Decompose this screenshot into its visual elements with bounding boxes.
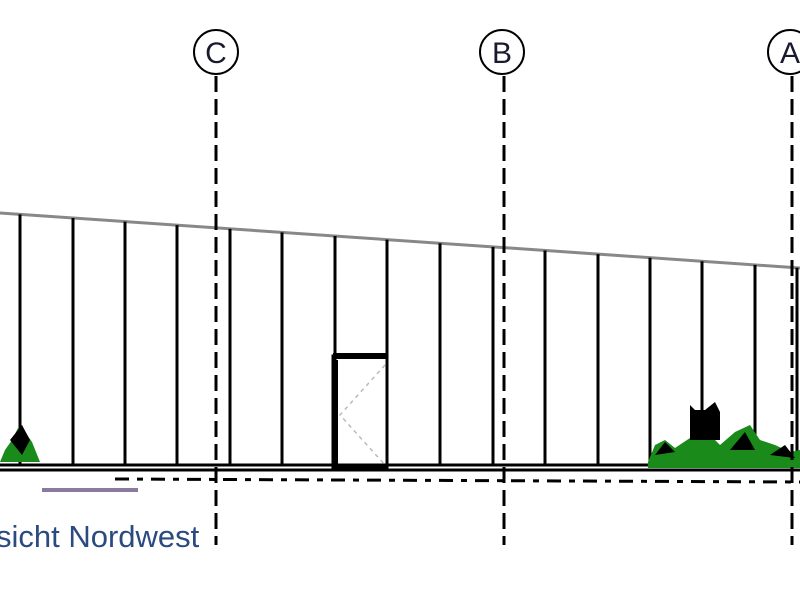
vegetation-right	[648, 402, 800, 468]
grid-axis-b: B	[479, 29, 525, 545]
facade-posts	[18, 214, 799, 465]
terrain-dashed-line	[114, 477, 800, 484]
grid-axis-label: C	[205, 37, 227, 70]
roof-line	[0, 211, 800, 270]
vegetation-left	[0, 425, 40, 462]
door	[331, 353, 389, 470]
grid-axis-c: C	[193, 29, 239, 545]
grid-axis-label: B	[492, 37, 512, 70]
drawing-title: sicht Nordwest	[0, 519, 200, 554]
grid-axis-label: A	[780, 37, 800, 70]
grid-axis-a: A	[767, 29, 800, 545]
